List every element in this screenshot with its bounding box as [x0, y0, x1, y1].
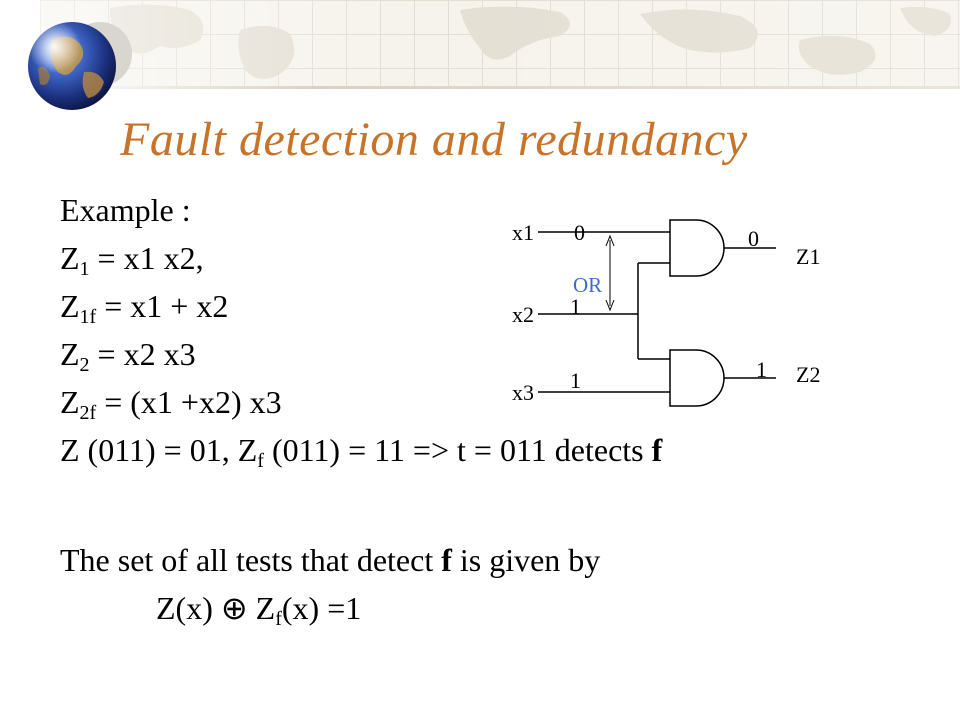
slide-title: Fault detection and redundancy: [120, 113, 748, 166]
z2f-equation: Z2f = (x1 +x2) x3: [60, 384, 282, 424]
input-label-x2: x2: [512, 302, 534, 327]
test-set-line: The set of all tests that detect f is gi…: [60, 542, 601, 578]
value-z2: 1: [756, 357, 767, 382]
output-label-z1: Z1: [796, 244, 820, 269]
input-label-x3: x3: [512, 380, 534, 405]
and-gate-1: [669, 219, 725, 277]
bridge-label: OR: [573, 273, 602, 297]
xor-formula: Z(x) ⊕ Zf(x) =1: [156, 590, 362, 630]
z2-equation: Z2 = x2 x3: [60, 336, 196, 376]
value-z1: 0: [748, 226, 759, 251]
detection-line: Z (011) = 01, Zf (011) = 11 => t = 011 d…: [60, 432, 663, 472]
z1-equation: Z1 = x1 x2,: [60, 240, 204, 280]
xor-symbol: ⊕: [220, 590, 248, 626]
header-divider: [40, 86, 960, 89]
value-x2: 1: [570, 294, 581, 319]
input-label-x1: x1: [512, 220, 534, 245]
header-shade: [40, 0, 960, 88]
output-label-z2: Z2: [796, 362, 820, 387]
and-gate-2: [669, 349, 725, 407]
globe-icon: [28, 22, 132, 110]
z1f-equation: Z1f = x1 + x2: [60, 288, 229, 328]
value-x3: 1: [570, 368, 581, 393]
example-line: Example :: [60, 192, 191, 228]
value-x1: 0: [574, 220, 585, 245]
circuit-diagram: x1 x2 x3 0 1 1 OR 0 1 Z1 Z2: [512, 219, 820, 407]
